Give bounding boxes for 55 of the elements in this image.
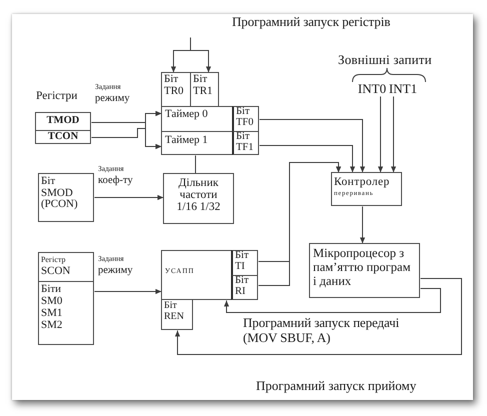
annotation-text: Задання режиму	[95, 81, 131, 104]
annotation-text: Зовнішні запити	[338, 53, 432, 68]
register-bit-box	[231, 275, 258, 300]
node-text: Контролер	[334, 176, 390, 190]
node-text: Дільник частоти 1/16 1/32	[176, 177, 222, 214]
arrow	[94, 194, 164, 200]
register-box	[38, 252, 94, 345]
node-text: Біт RI	[235, 276, 249, 297]
node-text: Біт TR1	[193, 74, 213, 98]
arrow	[94, 288, 162, 294]
processor-box	[309, 243, 420, 298]
register-box	[35, 130, 91, 144]
node-text: TMOD	[46, 116, 80, 127]
annotation-text: Задання коеф-ту	[98, 163, 134, 186]
node-text: Біт SMOD (PCON)	[41, 176, 78, 211]
annotation-text: Задання режиму	[98, 253, 134, 276]
register-bit-box	[232, 131, 259, 155]
arrow	[190, 37, 212, 73]
node-text: Біт TI	[235, 251, 249, 272]
annotation-text: Програмний запуск прийому	[256, 379, 416, 394]
arrow	[259, 145, 356, 173]
node-text: TCON	[48, 132, 78, 142]
annotation-text: Регістри	[36, 90, 78, 103]
register-box	[35, 112, 91, 131]
node-text: Таймер 1	[165, 134, 208, 147]
register-bit-box	[231, 250, 258, 276]
controller-box	[331, 172, 402, 206]
register-bit-box	[232, 106, 259, 132]
connector-line	[195, 155, 196, 174]
node-text: Біти SM0 SM1 SM2	[41, 283, 62, 332]
arrow	[360, 206, 366, 244]
annotation-text: Програмний запуск передачі (MOV SBUF, A)	[243, 316, 400, 346]
arrow	[259, 119, 366, 173]
node-text: Біт TF1	[236, 132, 254, 153]
arrow	[390, 96, 396, 173]
register-bit-box	[161, 72, 191, 107]
signal-name: INT0	[357, 81, 387, 96]
register-bit-box	[190, 72, 219, 107]
node-text: Біт REN	[164, 301, 184, 322]
node-text: Таймер 0	[165, 108, 208, 121]
timer-box	[161, 131, 233, 155]
timer-box	[161, 106, 233, 132]
register-bit-box	[161, 299, 193, 330]
serial-port-box	[161, 250, 232, 300]
node-text: Мікропроцесор з пам’яттю програм і даних	[313, 246, 412, 288]
annotation-text: Програмний запуск регістрів	[232, 15, 390, 30]
arrow	[91, 128, 162, 150]
register-bit-box	[38, 173, 94, 222]
arrow	[378, 96, 384, 173]
arrow	[224, 288, 441, 313]
arrow	[174, 278, 462, 355]
signal-name: INT1	[388, 81, 418, 96]
node-text: Біт TR0	[164, 74, 184, 98]
node-text: Біт TF0	[236, 107, 254, 128]
arrow	[258, 162, 342, 286]
